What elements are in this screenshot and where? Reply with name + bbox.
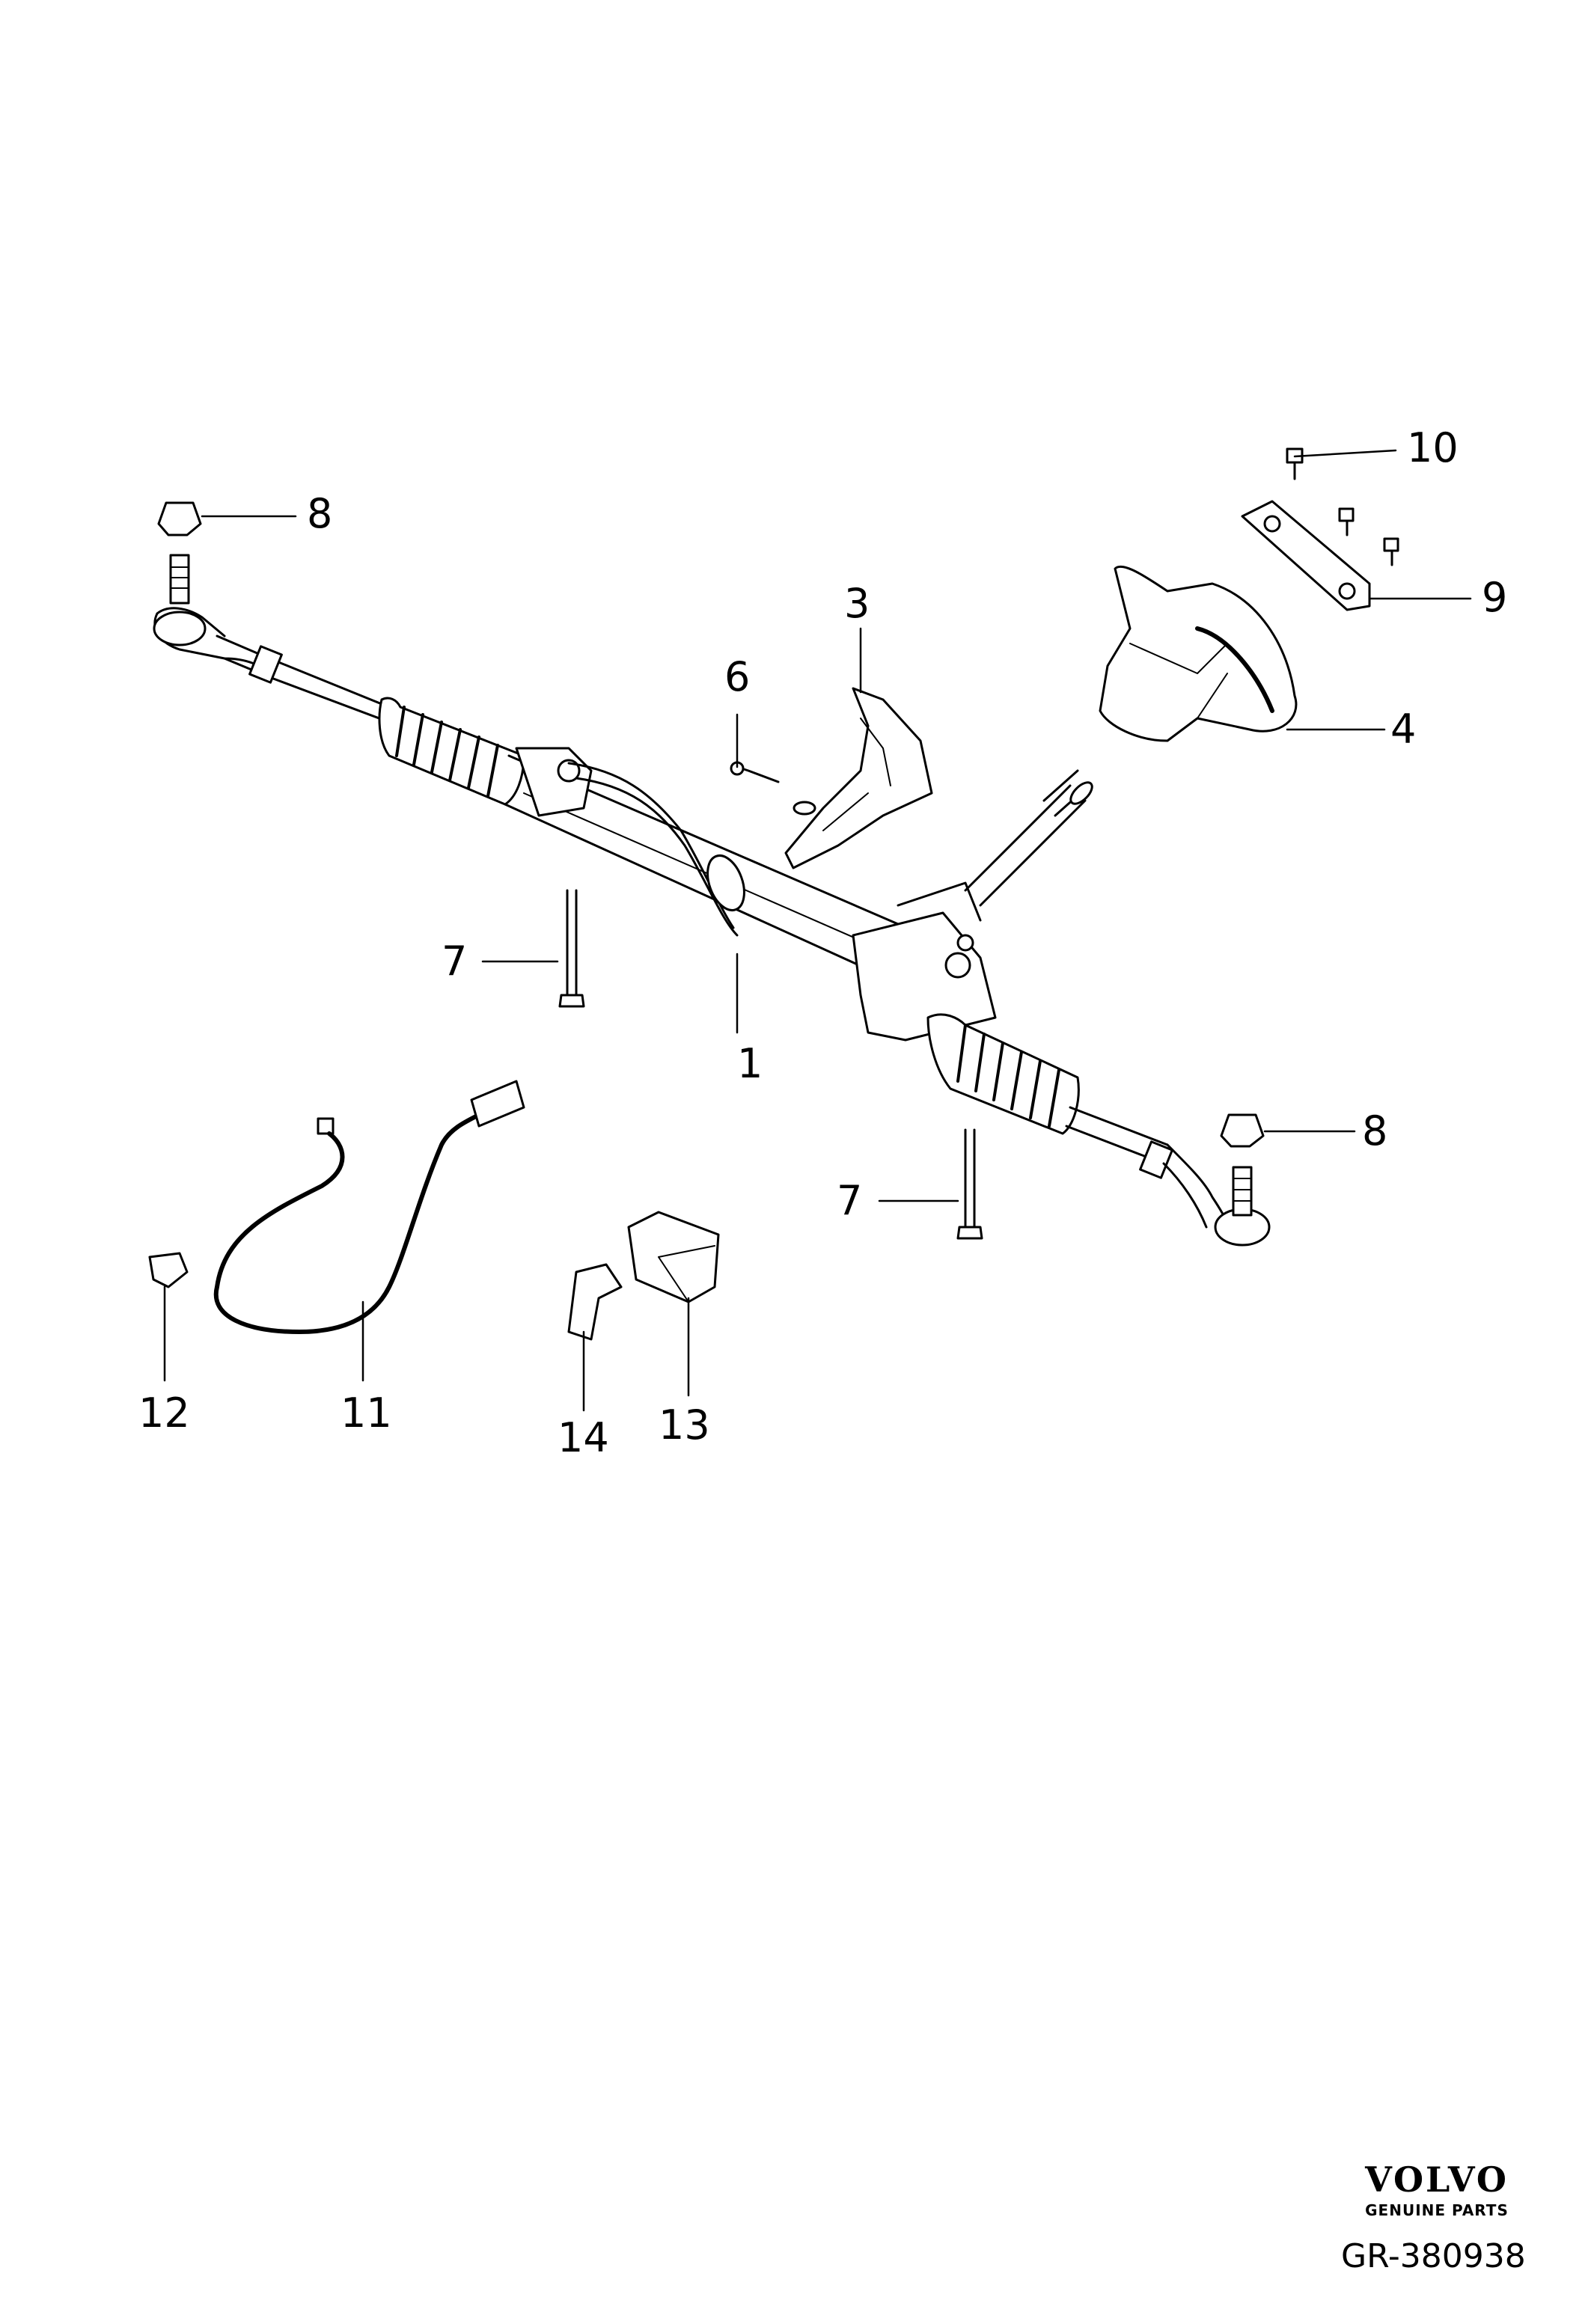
brand-tagline: GENUINE PARTS <box>1365 2201 1509 2219</box>
clip-part-12 <box>148 1252 189 1288</box>
callout-7-right: 7 <box>837 1177 863 1224</box>
callout-7-left: 7 <box>442 938 468 985</box>
module-part-13 <box>627 1211 720 1303</box>
callout-9: 9 <box>1482 574 1508 621</box>
bracket-part-14 <box>567 1263 623 1341</box>
callout-6: 6 <box>724 653 751 700</box>
diagram-reference: GR-380938 <box>1341 2237 1526 2275</box>
callout-8-right: 8 <box>1362 1107 1388 1155</box>
screw-part-6 <box>730 761 816 816</box>
steering-rack <box>153 554 1271 1247</box>
callout-8-left: 8 <box>307 490 333 537</box>
callout-3: 3 <box>844 580 870 627</box>
housing-part-4 <box>1099 565 1298 742</box>
volvo-logo: VOLVO GENUINE PARTS <box>1347 2162 1527 2219</box>
nut-part-8-right <box>1220 1113 1265 1148</box>
leader-lines <box>163 449 1472 1412</box>
nut-part-8-left <box>157 501 202 536</box>
bolt-part-10 <box>1286 447 1399 566</box>
brand-name: VOLVO <box>1365 2159 1509 2200</box>
callout-1: 1 <box>737 1040 763 1087</box>
callout-13: 13 <box>659 1401 710 1449</box>
bolt-part-7-right <box>956 1128 983 1240</box>
bracket-part-3 <box>784 687 933 869</box>
plate-part-9 <box>1241 500 1371 611</box>
callout-12: 12 <box>138 1389 190 1437</box>
bolt-part-7-left <box>558 889 585 1008</box>
callout-10: 10 <box>1407 424 1459 471</box>
callout-4: 4 <box>1390 706 1417 753</box>
callout-14: 14 <box>558 1414 609 1461</box>
callout-11: 11 <box>341 1389 392 1437</box>
harness-part-11 <box>213 1080 525 1334</box>
